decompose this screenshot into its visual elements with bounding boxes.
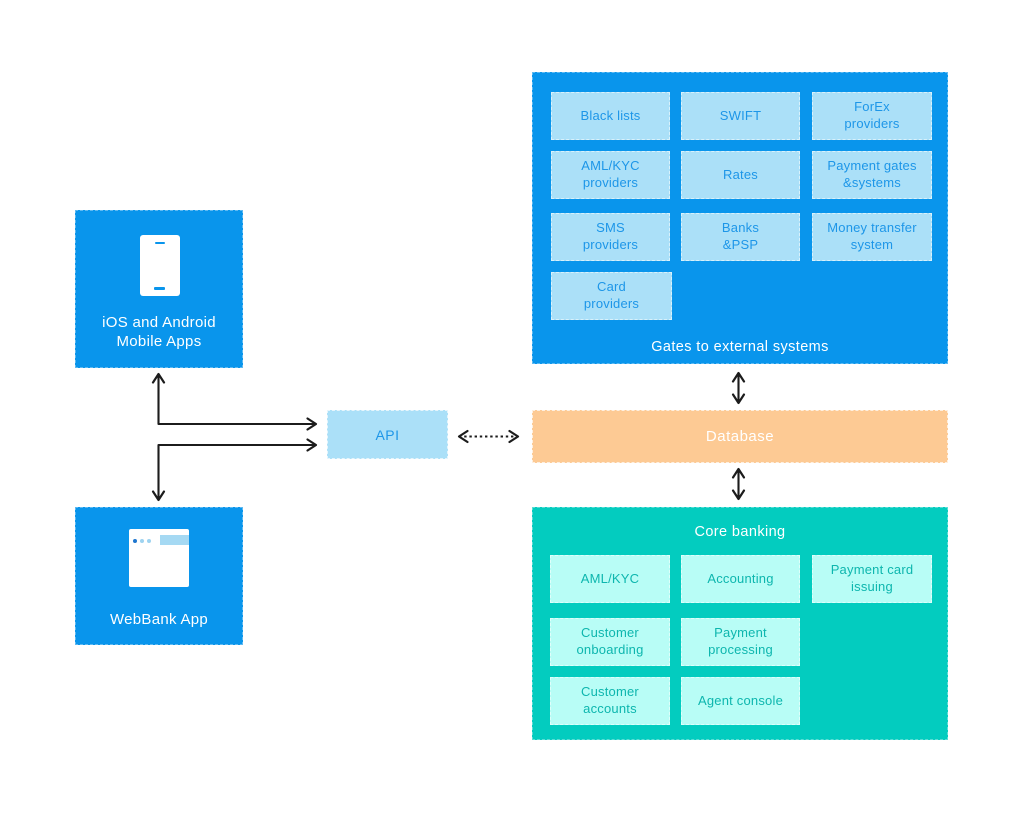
database-label: Database <box>705 428 775 445</box>
core-item-payment-processing: Payment processing <box>681 618 800 666</box>
core-item-customer-onboarding: Customer onboarding <box>550 618 670 666</box>
gates-item-aml-kyc-providers: AML/KYC providers <box>551 151 670 199</box>
webbank-app-box: WebBank App <box>75 507 243 645</box>
database-bar: Database <box>532 410 948 463</box>
arrow-mobile-api <box>151 372 318 431</box>
gates-to-external-systems-box: Black lists SWIFT ForEx providers AML/KY… <box>532 72 948 364</box>
gates-title: Gates to external systems <box>651 339 829 355</box>
mobile-apps-label: iOS and Android Mobile Apps <box>102 314 216 350</box>
core-item-accounting: Accounting <box>681 555 800 603</box>
gates-item-card-providers: Card providers <box>551 272 672 320</box>
browser-dot-icon <box>133 539 137 543</box>
gates-item-sms-providers: SMS providers <box>551 213 670 261</box>
browser-dot-icon <box>140 539 144 543</box>
browser-window-icon <box>129 529 189 587</box>
core-item-agent-console: Agent console <box>681 677 800 725</box>
phone-home-dash <box>154 287 165 290</box>
webbank-app-label: WebBank App <box>109 611 209 628</box>
gates-item-banks-psp: Banks &PSP <box>681 213 800 261</box>
core-banking-title: Core banking <box>694 524 786 540</box>
browser-tab-bar <box>160 535 189 545</box>
smartphone-icon <box>140 235 180 296</box>
core-banking-box: Core banking AML/KYC Accounting Payment … <box>532 507 948 740</box>
mobile-apps-box: iOS and Android Mobile Apps <box>75 210 243 368</box>
gates-item-rates: Rates <box>681 151 800 199</box>
gates-item-forex-providers: ForEx providers <box>812 92 932 140</box>
core-item-payment-card-issuing: Payment card issuing <box>812 555 932 603</box>
core-item-aml-kyc: AML/KYC <box>550 555 670 603</box>
arrow-api-webbank <box>151 438 318 502</box>
phone-speaker-dash <box>155 242 165 244</box>
core-item-customer-accounts: Customer accounts <box>550 677 670 725</box>
api-label: API <box>375 426 400 443</box>
api-box: API <box>327 410 448 459</box>
browser-dot-icon <box>147 539 151 543</box>
gates-item-money-transfer: Money transfer system <box>812 213 932 261</box>
gates-item-payment-gates: Payment gates &systems <box>812 151 932 199</box>
gates-item-swift: SWIFT <box>681 92 800 140</box>
gates-item-black-lists: Black lists <box>551 92 670 140</box>
